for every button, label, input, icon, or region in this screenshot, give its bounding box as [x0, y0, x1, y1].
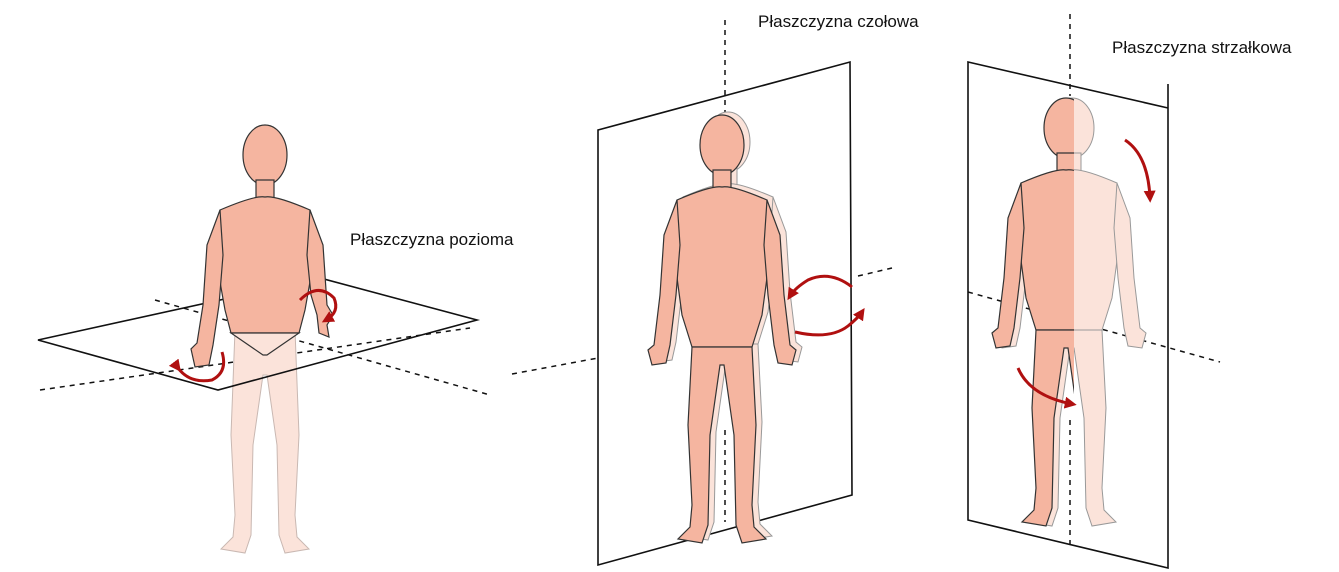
flexion-arrow: [1125, 140, 1150, 198]
horizontal-plane-figure: [38, 125, 490, 553]
rotation-arrow: [790, 276, 852, 296]
human-figure: [191, 125, 333, 367]
horizontal-plane-label: Płaszczyzna pozioma: [350, 230, 513, 250]
frontal-dashed-axis: [858, 268, 892, 276]
human-figure: [992, 98, 1140, 526]
frontal-plane-label: Płaszczyzna czołowa: [758, 12, 919, 32]
frontal-dashed-axis: [512, 358, 598, 374]
human-figure: [648, 115, 796, 543]
sagittal-plane-figure: [968, 14, 1220, 568]
sagittal-plane-label: Płaszczyzna strzałkowa: [1112, 38, 1292, 58]
frontal-plane-figure: [512, 20, 892, 565]
